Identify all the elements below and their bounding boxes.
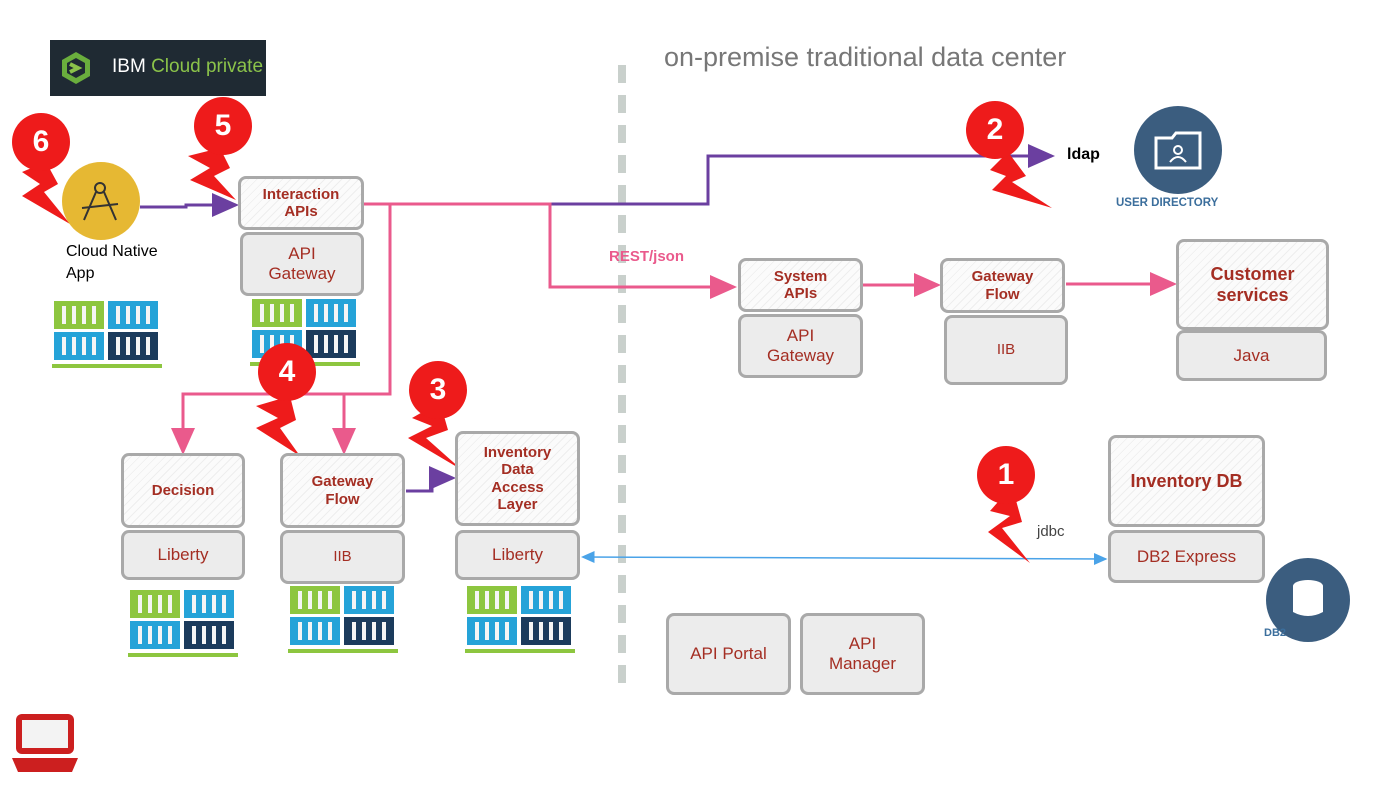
db2-express-box[interactable]: DB2 Express [1108,530,1265,583]
cloud-native-app-label: Cloud Native App [66,243,158,282]
cloud-native-app-icon [62,162,140,240]
jdbc-line [581,551,1108,565]
logo-cloud-text: Cloud private [151,56,264,77]
interaction-to-system-line [363,202,737,299]
java-box[interactable]: Java [1176,330,1327,381]
gateway-flow-box-top[interactable]: Gateway Flow [940,258,1065,313]
system-apis-box[interactable]: System APIs [738,258,863,312]
iib-box-top[interactable]: IIB [944,315,1068,385]
container-stack-icon [128,590,238,657]
gateway-flow-box-bottom[interactable]: Gateway Flow [280,453,405,528]
database-icon [1293,580,1323,616]
compass-icon [81,182,119,221]
ibm-cloud-logo-icon [62,52,90,84]
interaction-to-ldap-line [550,144,1055,206]
decision-box[interactable]: Decision [121,453,245,528]
app-to-interaction-line [140,193,239,217]
liberty-box-1[interactable]: Liberty [121,530,245,580]
inventory-dal-box[interactable]: Inventory Data Access Layer [455,431,580,526]
diagram-title: on-premise traditional data center [664,42,1067,72]
badge-5: 5 [194,97,252,155]
container-stack-icon [52,301,162,368]
ldap-label: ldap [1067,146,1100,163]
api-portal-box[interactable]: API Portal [666,613,791,695]
logo-ibm-text: IBM [112,56,146,77]
db2-label: DB2 [1264,627,1287,639]
container-stack-icon [288,586,398,653]
user-directory-icon [1134,106,1222,194]
db2-icon [1266,558,1350,642]
badge-2: 2 [966,101,1024,159]
rest-json-label: REST/json [609,248,685,265]
inventory-db-box[interactable]: Inventory DB [1108,435,1265,527]
badge-3: 3 [409,361,467,419]
laptop-icon[interactable] [10,708,80,778]
jdbc-label: jdbc [1037,523,1065,540]
badge-1: 1 [977,446,1035,504]
api-gateway-box-2[interactable]: API Gateway [738,314,863,378]
folder-user-icon [1154,131,1202,170]
badge-6: 6 [12,113,70,171]
customer-services-box[interactable]: Customer services [1176,239,1329,330]
container-stack-icon [465,586,575,653]
interaction-apis-box[interactable]: Interaction APIs [238,176,364,230]
lightning-bolts [22,148,1052,563]
badge-4: 4 [258,343,316,401]
gateway-to-inventory-line [406,466,456,493]
liberty-box-2[interactable]: Liberty [455,530,580,580]
iib-box-bottom[interactable]: IIB [280,530,405,584]
ibm-cloud-logo: IBM Cloud private [50,40,266,96]
user-directory-label: USER DIRECTORY [1116,197,1219,209]
api-manager-box[interactable]: API Manager [800,613,925,695]
container-stack-icon [250,299,360,366]
api-gateway-box-1[interactable]: API Gateway [240,232,364,296]
